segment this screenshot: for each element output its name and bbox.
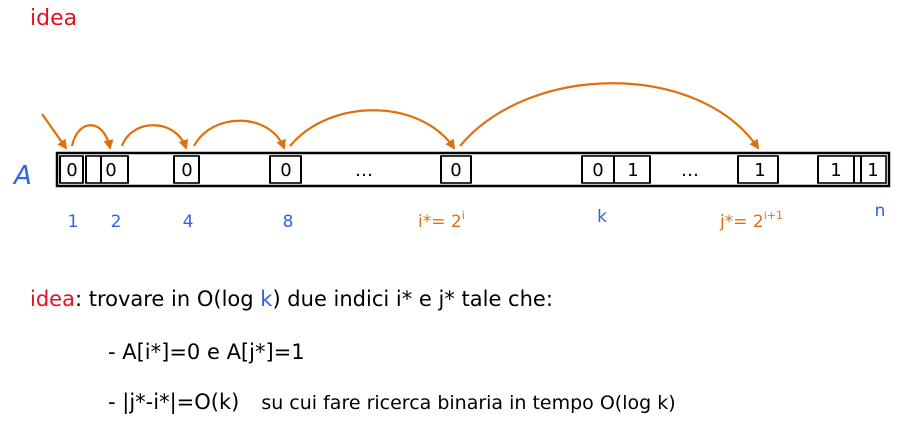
cell-ellipsis: … — [355, 160, 373, 181]
idea-keyword: idea — [30, 287, 75, 311]
jstar-exponent: i+1 — [764, 209, 783, 222]
cell-value: 0 — [66, 160, 77, 181]
condition-2: - |j*-i*|=O(k) su cui fare ricerca binari… — [108, 390, 676, 414]
jump-arrow — [289, 109, 456, 150]
array-name: A — [12, 161, 32, 191]
index-label-jstar: j*= 2i+1 — [719, 209, 783, 232]
cell-value: 0 — [105, 160, 116, 181]
idea-text-a: : trovare in O(log — [74, 287, 261, 311]
condition-2-note: su cui fare ricerca binaria in tempo O(l… — [261, 392, 676, 414]
start-arrow — [41, 113, 68, 150]
index-label-istar: i*= 2i — [418, 209, 465, 232]
cell-value: 0 — [181, 160, 192, 181]
cell-value: 1 — [627, 160, 638, 181]
cell-ellipsis: … — [681, 160, 699, 181]
condition-2-formula: - |j*-i*|=O(k) — [108, 390, 240, 414]
istar-base: i*= 2 — [418, 212, 462, 232]
jump-arrow — [120, 124, 189, 150]
index-label-n: n — [875, 201, 886, 221]
index-label-4: 4 — [183, 212, 194, 232]
jump-arrow — [459, 82, 760, 150]
cell-value: 0 — [592, 160, 603, 181]
jstar-base: j*= 2 — [719, 212, 764, 232]
cell-value: 0 — [280, 160, 291, 181]
idea-k: k — [260, 287, 273, 311]
idea-statement: idea: trovare in O(log k) due indici i* … — [30, 287, 553, 311]
cell-value: 1 — [830, 160, 841, 181]
array-outline — [55, 151, 891, 188]
jump-arrows — [41, 82, 760, 150]
idea-text-b: ) due indici i* e j* tale che: — [272, 287, 553, 311]
index-label-1: 1 — [68, 212, 79, 232]
cell-value: 1 — [754, 160, 765, 181]
istar-exponent: i — [462, 209, 465, 222]
cell-value: 0 — [450, 160, 461, 181]
index-label-k: k — [597, 207, 607, 227]
cell-value: 1 — [867, 160, 878, 181]
jump-arrow — [193, 119, 286, 150]
condition-1: - A[i*]=0 e A[j*]=1 — [108, 340, 305, 364]
array-diagram: A 0 0 0 0 … 0 0 1 … 1 1 1 — [12, 82, 891, 232]
jump-arrow — [70, 124, 114, 150]
slide-title: idea — [30, 6, 78, 31]
index-label-2: 2 — [111, 212, 122, 232]
index-label-8: 8 — [283, 212, 294, 232]
